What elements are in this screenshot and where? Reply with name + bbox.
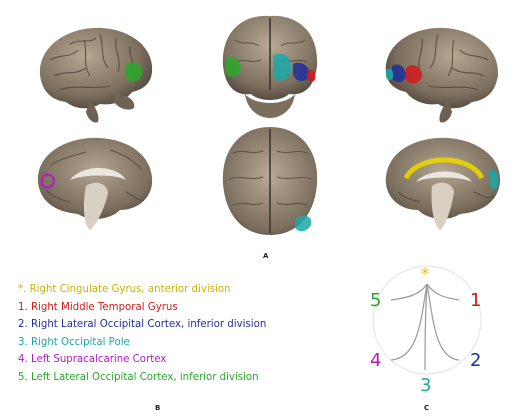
region-4-patch xyxy=(40,173,56,189)
graph-edge-3 xyxy=(424,283,428,371)
brain-superior-view xyxy=(222,127,318,235)
graph-node-2: 2 xyxy=(470,350,482,371)
graph-edge-2 xyxy=(426,283,460,361)
graph-node-3: 3 xyxy=(420,375,432,396)
region-1-patch xyxy=(406,65,422,84)
legend-item-star: *. Right Cingulate Gyrus, anterior divis… xyxy=(18,284,231,295)
connectivity-graph xyxy=(372,265,482,375)
region-legend: *. Right Cingulate Gyrus, anterior divis… xyxy=(18,281,338,387)
graph-circle xyxy=(372,265,482,375)
brain-lateral-left-view xyxy=(39,27,153,123)
region-5-patch xyxy=(126,62,143,82)
region-1-patch xyxy=(307,69,316,82)
legend-item-2: 2. Right Lateral Occipital Cortex, infer… xyxy=(18,319,267,331)
region-star-patch xyxy=(403,157,485,180)
legend-item-4: 4. Left Supracalcarine Cortex xyxy=(18,354,167,366)
panel-label-b: B xyxy=(155,404,161,412)
brain-posterior-view xyxy=(222,15,318,118)
graph-node-star: * xyxy=(421,264,429,283)
region-3-patch xyxy=(295,215,312,232)
legend-item-5: 5. Left Lateral Occipital Cortex, inferi… xyxy=(18,371,259,383)
legend-item-3: 3. Right Occipital Pole xyxy=(18,336,130,348)
graph-edge-5 xyxy=(390,283,428,301)
region-3-patch xyxy=(490,169,499,190)
panel-label-a: A xyxy=(263,252,269,260)
graph-node-1: 1 xyxy=(470,290,482,311)
graph-node-4: 4 xyxy=(370,350,382,371)
brain-medial-right-view xyxy=(385,137,501,230)
graph-edge-1 xyxy=(426,283,460,301)
brain-medial-left-view xyxy=(37,137,153,230)
panel-label-c: C xyxy=(424,404,430,412)
region-2-patch xyxy=(293,62,310,82)
region-3-patch xyxy=(273,53,292,81)
legend-item-1: 1. Right Middle Temporal Gyrus xyxy=(18,301,178,313)
graph-node-5: 5 xyxy=(370,290,382,311)
region-2-patch xyxy=(392,64,406,83)
region-5-patch xyxy=(225,57,241,77)
brain-lateral-right-view xyxy=(385,27,499,123)
region-3-patch xyxy=(386,68,394,81)
graph-edge-4 xyxy=(390,283,428,361)
